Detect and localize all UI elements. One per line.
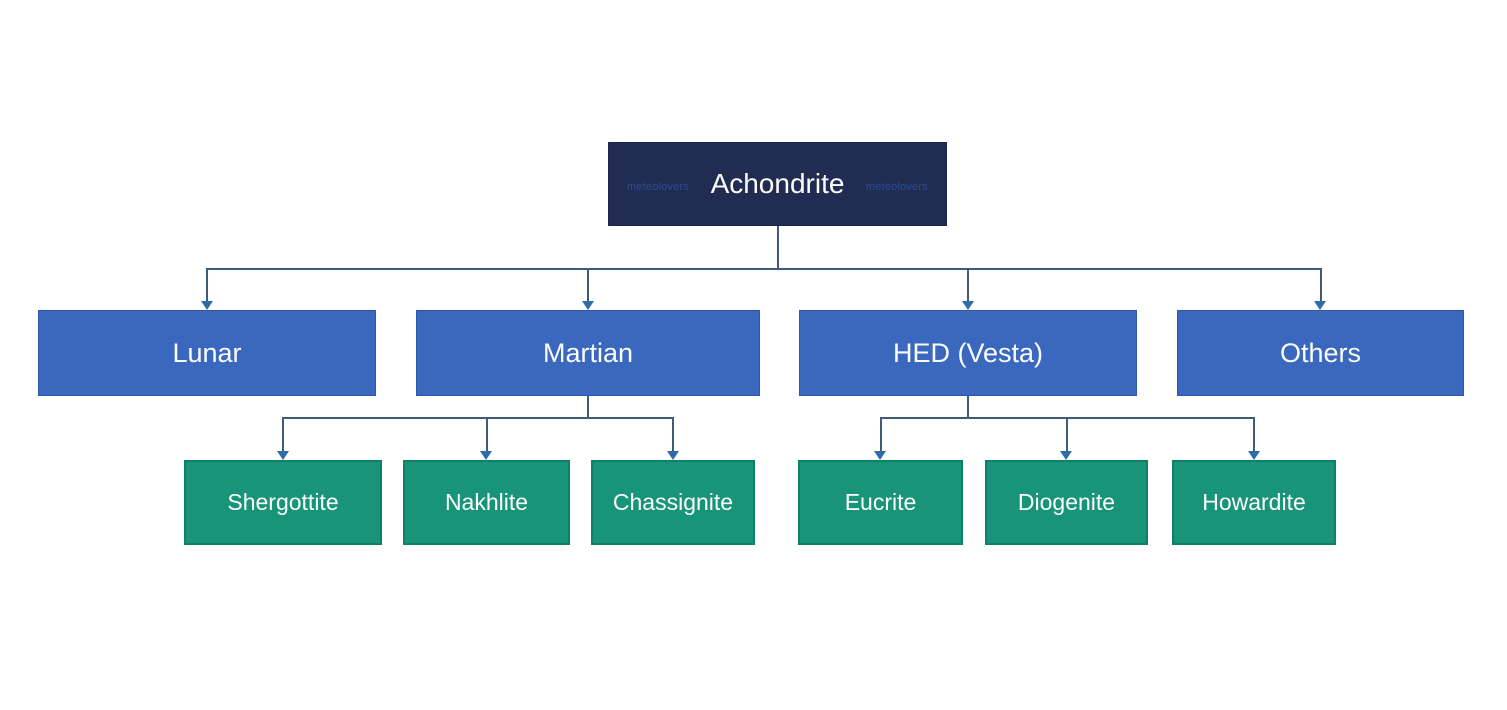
node-others: Others: [1177, 310, 1464, 396]
node-label: Nakhlite: [444, 489, 529, 515]
connector-drop-diogenite: [1066, 417, 1068, 452]
node-lunar: Lunar: [38, 310, 376, 396]
node-achondrite: meteolovers Achondrite meteolovers: [608, 142, 947, 226]
connector-martian-vertical: [587, 396, 589, 417]
node-eucrite: Eucrite: [798, 460, 963, 545]
connector-level2-horizontal: [207, 268, 1321, 270]
arrow-down-icon: [582, 301, 594, 310]
node-label: Chassignite: [612, 489, 734, 515]
node-chassignite: Chassignite: [591, 460, 755, 545]
watermark-text: meteolovers: [865, 181, 928, 193]
connector-drop-nakhlite: [486, 417, 488, 452]
arrow-down-icon: [667, 451, 679, 460]
node-label: HED (Vesta): [892, 337, 1044, 368]
connector-drop-others: [1320, 268, 1322, 302]
node-martian: Martian: [416, 310, 760, 396]
arrow-down-icon: [480, 451, 492, 460]
connector-drop-shergottite: [282, 417, 284, 452]
arrow-down-icon: [277, 451, 289, 460]
node-label: Shergottite: [227, 489, 339, 515]
arrow-down-icon: [962, 301, 974, 310]
connector-drop-hed: [967, 268, 969, 302]
connector-drop-lunar: [206, 268, 208, 302]
node-diogenite: Diogenite: [985, 460, 1148, 545]
node-label: Lunar: [172, 337, 242, 368]
connector-root-vertical: [777, 226, 779, 268]
node-label: Diogenite: [1017, 489, 1116, 515]
arrow-down-icon: [1248, 451, 1260, 460]
node-howardite: Howardite: [1172, 460, 1336, 545]
node-label: Martian: [542, 337, 634, 368]
node-hed-vesta: HED (Vesta): [799, 310, 1137, 396]
connector-hed-vertical: [967, 396, 969, 417]
arrow-down-icon: [1314, 301, 1326, 310]
node-nakhlite: Nakhlite: [403, 460, 570, 545]
arrow-down-icon: [1060, 451, 1072, 460]
connector-drop-eucrite: [880, 417, 882, 452]
node-label: Achondrite: [710, 168, 845, 199]
connector-drop-chassignite: [672, 417, 674, 452]
connector-martian-horizontal: [283, 417, 673, 419]
node-label: Eucrite: [844, 489, 917, 515]
arrow-down-icon: [874, 451, 886, 460]
connector-drop-martian: [587, 268, 589, 302]
watermark-text: meteolovers: [627, 181, 690, 193]
arrow-down-icon: [201, 301, 213, 310]
connector-drop-howardite: [1253, 417, 1255, 452]
node-shergottite: Shergottite: [184, 460, 382, 545]
node-label: Howardite: [1202, 489, 1306, 515]
node-label: Others: [1279, 337, 1362, 368]
